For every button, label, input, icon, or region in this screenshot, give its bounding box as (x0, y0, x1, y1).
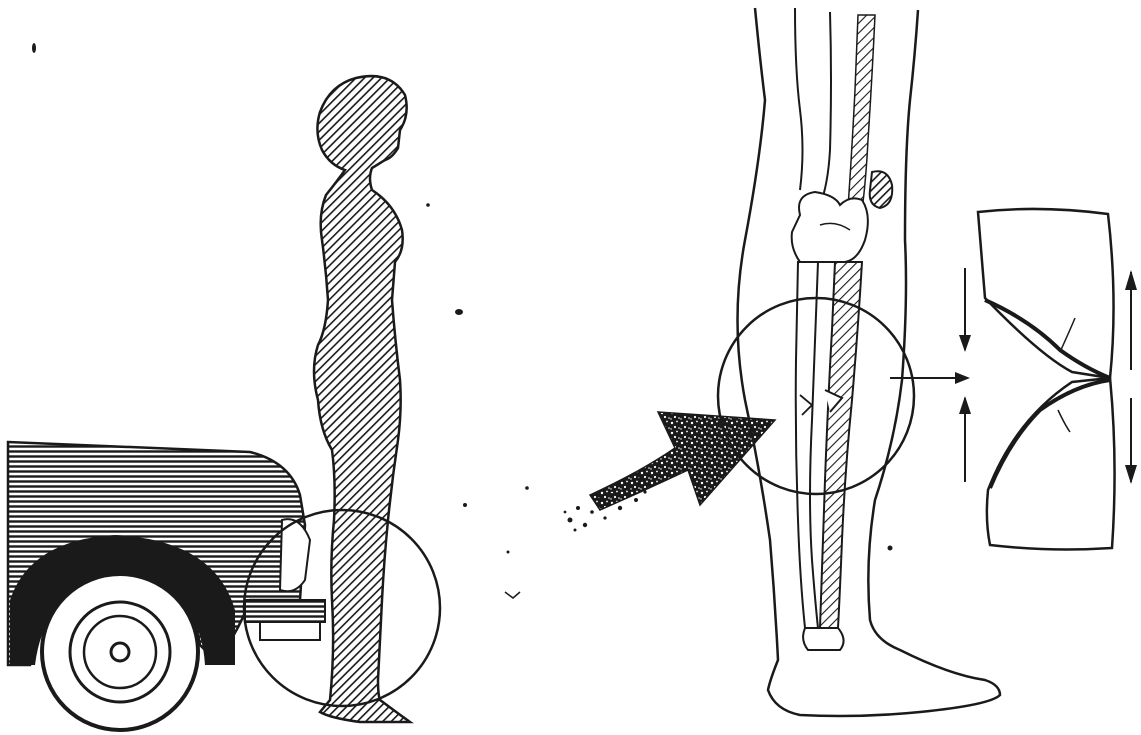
force-arrow-down-left-icon (959, 268, 971, 352)
impact-arrow-icon (590, 412, 775, 510)
patella-icon (870, 171, 893, 208)
fibula-icon (796, 262, 818, 628)
car-bumper-lower (260, 622, 320, 640)
woman-silhouette-icon (314, 76, 410, 722)
car-bumper (245, 600, 325, 622)
femur-edge-line (820, 12, 831, 205)
car-wheel-icon (42, 574, 198, 730)
impact-arrow-group (564, 412, 775, 532)
bone-segment-upper (978, 209, 1114, 378)
force-arrow-down-right-icon (1125, 398, 1137, 484)
fracture-detail-panel (959, 209, 1137, 550)
ankle-bone-icon (803, 628, 843, 650)
leg-inner-line (795, 8, 803, 190)
force-arrow-up-left-icon (959, 396, 971, 482)
force-arrow-up-right-icon (1125, 270, 1137, 370)
impact-scene-panel (8, 76, 440, 730)
leg-anatomy-panel (718, 8, 1000, 716)
car-icon (8, 442, 325, 730)
tibia-icon (820, 262, 862, 628)
knee-joint-icon (792, 192, 868, 262)
